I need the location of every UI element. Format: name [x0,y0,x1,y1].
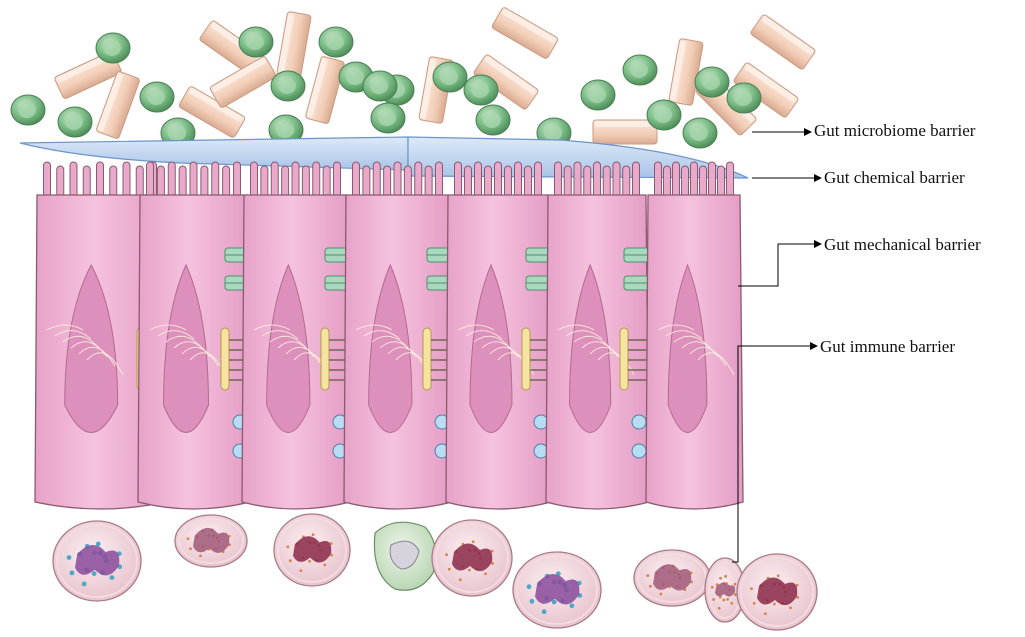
desmosome [632,444,646,458]
round-bacterium-icon [623,55,657,85]
round-bacterium-icon [271,71,305,101]
epithelial-cell [242,162,350,509]
adherens-plaque [221,328,229,390]
label-mechanical-barrier: Gut mechanical barrier [824,235,981,255]
label-microbiome-barrier: Gut microbiome barrier [814,121,975,141]
adherens-plaque [423,328,431,390]
rod-bacterium-icon [305,56,345,124]
leader-microbiome [752,128,812,136]
rod-bacterium-icon [593,120,657,144]
adherens-plaque [522,328,530,390]
label-leaders [732,128,822,562]
leader-chemical [752,174,822,182]
immune-cell-layer [53,514,817,630]
epithelial-cell-layer [35,162,743,509]
round-bacterium-icon [239,27,273,57]
round-bacterium-icon [581,80,615,110]
rod-bacterium-icon [491,7,558,60]
epithelial-cell [646,162,743,509]
epithelial-cell [446,162,551,509]
immune-cell-icon [634,550,710,606]
immune-cell-icon [53,521,141,601]
immune-cell-icon [737,554,817,630]
label-immune-barrier: Gut immune barrier [820,337,955,357]
epithelial-cell [344,162,452,509]
round-bacterium-icon [464,75,498,105]
leader-mechanical [738,240,822,286]
round-bacterium-icon [319,27,353,57]
round-bacterium-icon [140,82,174,112]
desmosome [632,415,646,429]
round-bacterium-icon [363,71,397,101]
round-bacterium-icon [433,62,467,92]
adherens-plaque [321,328,329,390]
round-bacterium-icon [647,100,681,130]
round-bacterium-icon [58,107,92,137]
microbiome-bacteria [11,7,816,148]
rod-bacterium-icon [669,38,704,105]
immune-cell-icon [175,515,247,567]
immune-cell-icon [274,514,350,586]
leader-immune [732,342,818,562]
label-chemical-barrier: Gut chemical barrier [824,168,965,188]
immune-cell-icon [513,552,601,628]
adherens-plaque [620,328,628,390]
round-bacterium-icon [371,103,405,133]
round-bacterium-icon [683,118,717,148]
rod-bacterium-icon [750,14,816,70]
immune-cell-icon [432,520,512,596]
immune-cell-icon [374,522,435,590]
round-bacterium-icon [11,95,45,125]
rod-bacterium-icon [277,11,312,78]
round-bacterium-icon [476,105,510,135]
epithelial-cell [138,162,250,509]
epithelial-cell [546,162,649,509]
round-bacterium-icon [96,33,130,63]
round-bacterium-icon [695,67,729,97]
round-bacterium-icon [727,83,761,113]
